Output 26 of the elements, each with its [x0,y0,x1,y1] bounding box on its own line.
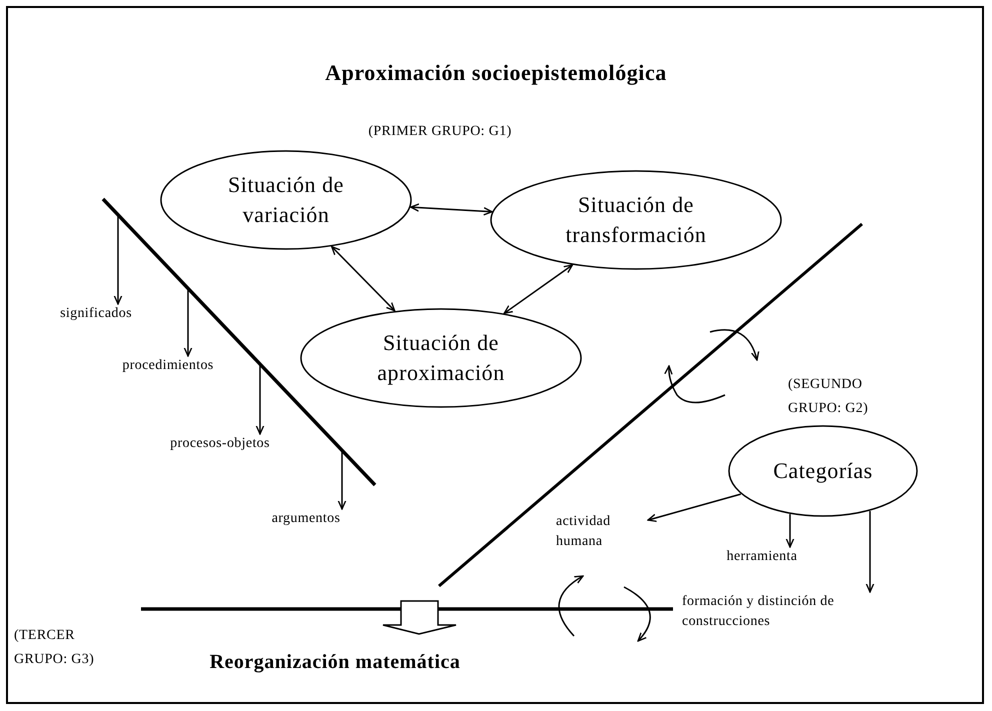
arrow [786,514,794,548]
group-label: (SEGUNDO GRUPO: G2) [788,376,870,418]
text-label: significados [40,304,152,326]
arrow [866,511,874,593]
text-label: actividad humana [556,512,648,554]
node-text: Categorías [773,457,873,485]
group-label: Reorganización matemática [208,650,462,674]
group-label: (TERCER GRUPO: G3) [14,627,96,669]
arrow [256,364,264,435]
node-text: Situación de variación [227,171,345,229]
diagram-title: Aproximación socioepistemológica [324,59,668,87]
arrow [647,493,741,522]
text-label: formación y distinción de construcciones [682,592,882,636]
arrow [338,450,346,510]
group-label: (PRIMER GRUPO: G1) [367,123,513,141]
text-label: procedimientos [100,356,236,378]
node-text: Situación de aproximación [376,329,506,387]
arrow [504,264,574,314]
text-label: argumentos [252,509,360,531]
text-label: procesos-objetos [148,434,292,456]
arrow [184,288,192,357]
arrow [114,215,122,305]
arrow [410,203,493,216]
text-label: herramienta [712,547,812,567]
arrow [331,246,396,312]
node-text: Situación de transformación [564,191,708,249]
